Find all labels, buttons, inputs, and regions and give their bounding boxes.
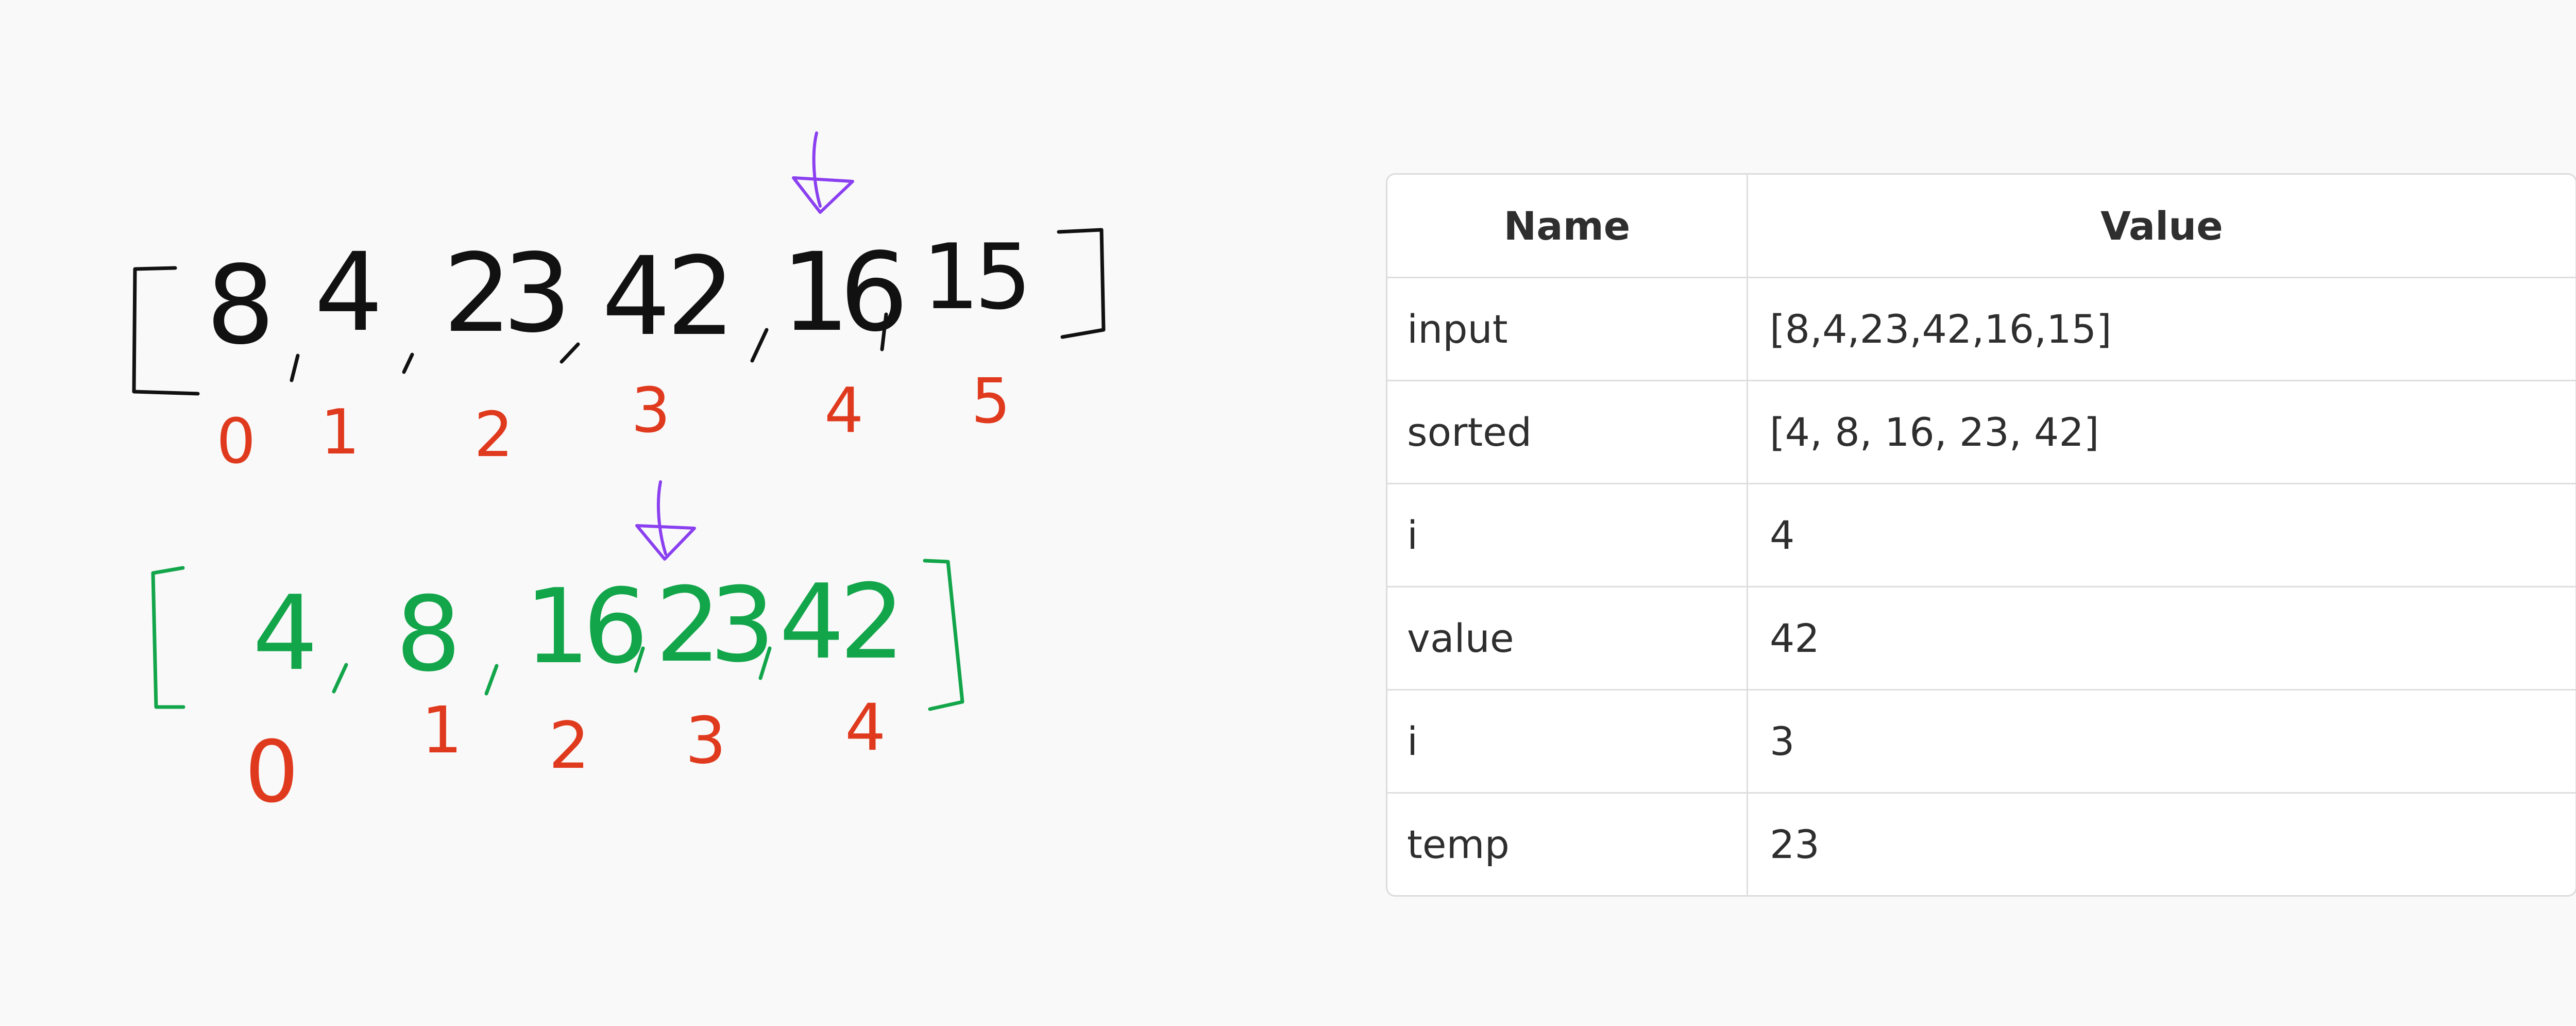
column-header-value: Value <box>2100 203 2223 249</box>
input-element: 42 <box>602 233 731 360</box>
variable-value: 42 <box>1770 615 1820 661</box>
sorted-comma <box>484 664 499 696</box>
sorted-index: 1 <box>421 693 463 768</box>
array-sketch: 8 4 23 42 16 15 0 1 2 3 4 5 <box>132 131 1106 821</box>
sorted-pointer-arrow <box>635 480 696 561</box>
variables-table: Name Value input [8,4,23,42,16,15] sorte… <box>1386 173 2576 897</box>
sorted-index: 0 <box>245 722 299 821</box>
variable-name: sorted <box>1387 381 1748 483</box>
variable-name: temp <box>1387 794 1748 895</box>
table-row: i 4 <box>1387 483 2575 586</box>
sorted-open-bracket <box>151 566 185 709</box>
variable-value: [8,4,23,42,16,15] <box>1770 306 2112 352</box>
input-comma <box>290 354 300 382</box>
input-comma <box>402 352 414 374</box>
input-index: 4 <box>824 375 863 447</box>
input-index: 1 <box>320 397 360 468</box>
input-array <box>132 228 1106 396</box>
table-row: i 3 <box>1387 689 2575 792</box>
table-row: sorted [4, 8, 16, 23, 42] <box>1387 380 2575 483</box>
input-index: 3 <box>631 375 670 447</box>
variable-name: i <box>1387 691 1748 792</box>
input-element: 15 <box>922 225 1027 330</box>
variable-value: [4, 8, 16, 23, 42] <box>1770 409 2099 455</box>
sorted-comma <box>332 663 348 694</box>
sorted-element: 4 <box>252 574 318 694</box>
table-row: value 42 <box>1387 586 2575 689</box>
input-element: 23 <box>443 230 563 357</box>
sorted-element: 42 <box>779 562 900 682</box>
input-element: 4 <box>314 229 383 356</box>
input-comma <box>560 342 580 364</box>
table-header-row: Name Value <box>1387 175 2575 277</box>
sorted-index: 2 <box>549 709 590 783</box>
column-header-name: Name <box>1387 175 1748 277</box>
input-comma <box>880 312 888 351</box>
variable-value: 3 <box>1770 718 1795 764</box>
input-index: 5 <box>971 366 1010 438</box>
sorted-close-bracket <box>923 559 964 711</box>
variable-name: i <box>1387 484 1748 586</box>
input-pointer-arrow <box>792 131 854 214</box>
sorted-element: 16 <box>524 567 642 687</box>
input-element: 8 <box>206 242 275 368</box>
input-element: 16 <box>781 229 902 356</box>
sorted-element: 23 <box>655 565 767 685</box>
variable-name: value <box>1387 587 1748 689</box>
input-comma <box>750 328 769 363</box>
sorted-array <box>151 559 964 711</box>
sorted-index: 4 <box>845 691 886 765</box>
input-index: 2 <box>474 399 513 471</box>
input-index: 0 <box>216 406 256 478</box>
input-close-bracket <box>1057 228 1106 339</box>
sorted-element: 8 <box>396 575 461 695</box>
variable-value: 23 <box>1770 821 1820 867</box>
variable-value: 4 <box>1770 512 1795 558</box>
table-row: temp 23 <box>1387 792 2575 895</box>
variable-name: input <box>1387 278 1748 380</box>
sorted-index: 3 <box>685 703 726 778</box>
sorted-comma <box>634 646 645 673</box>
table-row: input [8,4,23,42,16,15] <box>1387 277 2575 380</box>
input-open-bracket <box>132 266 200 396</box>
sorted-comma <box>758 646 772 680</box>
